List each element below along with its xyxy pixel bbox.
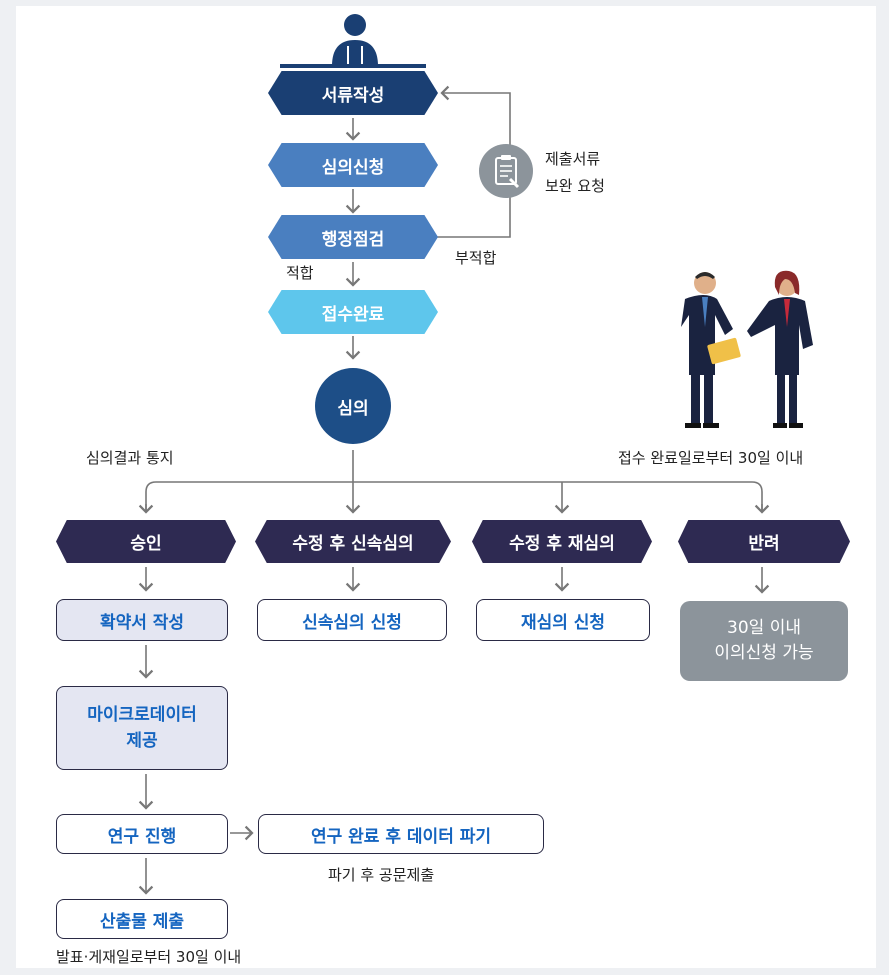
submit-output-box: 산출물 제출 (56, 899, 228, 939)
step-review-label: 심의 (337, 398, 369, 419)
step-write-docs-label: 서류작성 (321, 85, 385, 106)
handshake-people-illustration (681, 270, 813, 428)
within-30-days-label: 접수 완료일로부터 30일 이내 (618, 449, 804, 467)
outcome-approve-label: 승인 (130, 534, 162, 554)
step-received: 접수완료 (268, 290, 438, 334)
step-received-label: 접수완료 (321, 304, 385, 325)
step-review-circle: 심의 (315, 368, 391, 444)
outcome-approve: 승인 (56, 520, 236, 563)
unsuitable-label: 부적합 (455, 249, 497, 267)
appeal-box: 30일 이내 이의신청 가능 (680, 601, 848, 681)
step-apply-review-label: 심의신청 (321, 157, 385, 178)
supplement-request-line1: 제출서류 (545, 150, 601, 168)
microdata-line2: 제공 (126, 731, 158, 751)
supplement-request-line2: 보완 요청 (545, 177, 605, 195)
publish-deadline-label: 발표·게재일로부터 30일 이내 (56, 948, 242, 966)
step-admin-check-label: 행정점검 (321, 229, 385, 250)
appeal-line2: 이의신청 가능 (714, 643, 814, 663)
re-review-apply-box: 재심의 신청 (476, 599, 650, 641)
step-write-docs: 서류작성 (268, 71, 438, 115)
pledge-box: 확약서 작성 (56, 599, 228, 641)
result-notice-label: 심의결과 통지 (86, 449, 174, 467)
appeal-line1: 30일 이내 (727, 617, 801, 638)
destroy-data-box: 연구 완료 후 데이터 파기 (258, 814, 544, 854)
outcome-revise-fast: 수정 후 신속심의 (255, 520, 451, 563)
after-destroy-label: 파기 후 공문제출 (328, 866, 435, 884)
outcome-reject: 반려 (678, 520, 850, 563)
step-apply-review: 심의신청 (268, 143, 438, 187)
outcome-reject-label: 반려 (748, 534, 780, 554)
microdata-box: 마이크로데이터 제공 (56, 686, 228, 770)
fast-review-apply-box: 신속심의 신청 (257, 599, 447, 641)
step-admin-check: 행정점검 (268, 215, 438, 259)
person-desk-icon (280, 14, 426, 68)
microdata-line1: 마이크로데이터 (87, 704, 197, 725)
diagram-card (16, 6, 876, 968)
research-box: 연구 진행 (56, 814, 228, 854)
outcome-revise-re: 수정 후 재심의 (472, 520, 652, 563)
outcome-revise-fast-label: 수정 후 신속심의 (292, 534, 414, 554)
outcome-revise-re-label: 수정 후 재심의 (509, 534, 615, 554)
suitable-label: 적합 (286, 264, 314, 282)
clipboard-icon (479, 144, 533, 198)
